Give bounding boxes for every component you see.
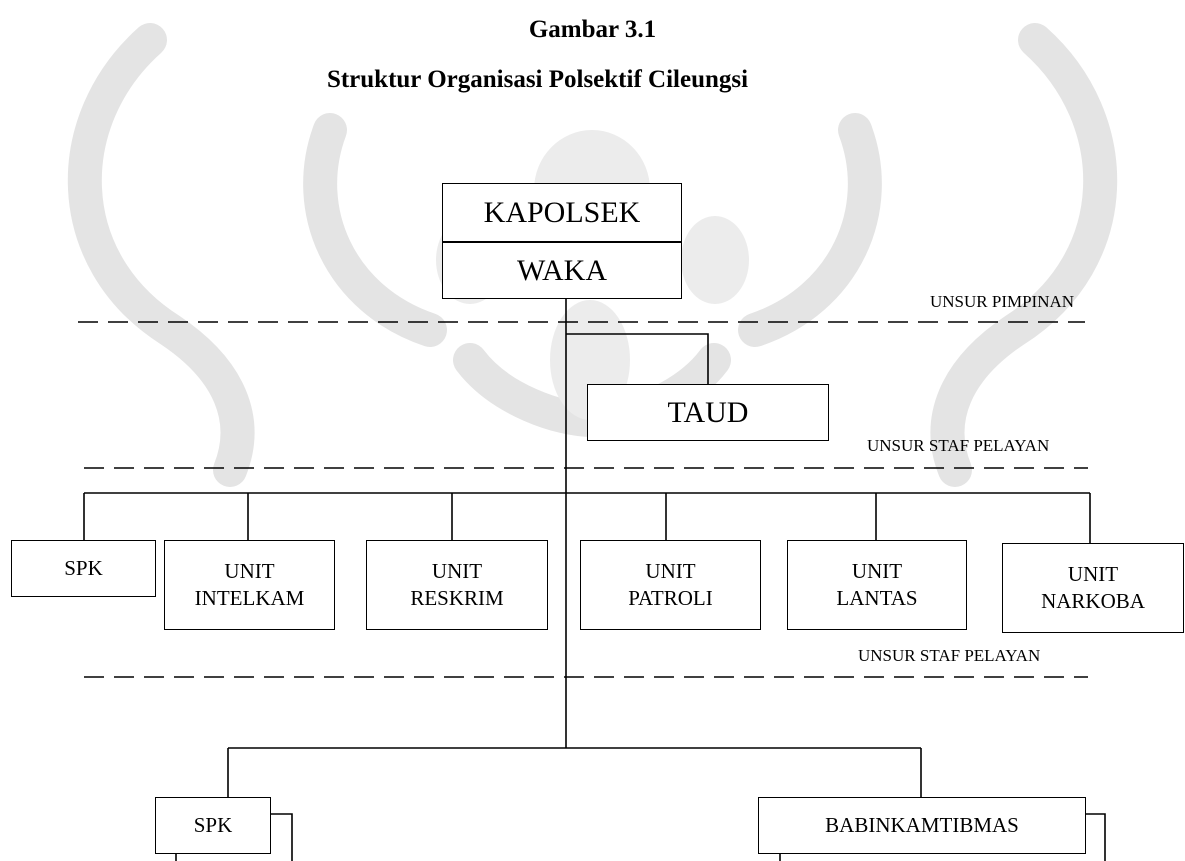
node-spk-bottom: SPK — [155, 797, 271, 854]
figure-title: Struktur Organisasi Polsektif Cileungsi — [326, 66, 749, 93]
node-unit-intelkam: UNIT INTELKAM — [164, 540, 335, 630]
node-spk-top-label: SPK — [64, 556, 103, 580]
node-unit-lantas-line2: LANTAS — [836, 586, 918, 610]
node-spk-top: SPK — [11, 540, 156, 597]
node-unit-lantas: UNIT LANTAS — [787, 540, 967, 630]
node-unit-intelkam-line2: INTELKAM — [194, 586, 305, 610]
node-unit-narkoba-line2: NARKOBA — [1041, 589, 1145, 613]
node-spk-bottom-label: SPK — [193, 813, 233, 837]
node-taud: TAUD — [587, 384, 829, 441]
node-unit-reskrim-line1: UNIT — [431, 559, 483, 583]
node-kapolsek-label: KAPOLSEK — [483, 195, 641, 229]
node-waka: WAKA — [442, 242, 682, 299]
node-unit-patroli: UNIT PATROLI — [580, 540, 761, 630]
figure-number: Gambar 3.1 — [528, 16, 657, 43]
node-unit-reskrim-line2: RESKRIM — [410, 586, 504, 610]
node-unit-narkoba-line1: UNIT — [1067, 562, 1119, 586]
node-unit-intelkam-line1: UNIT — [224, 559, 275, 583]
label-unsur-pimpinan: UNSUR PIMPINAN — [930, 292, 1075, 311]
node-unit-patroli-line1: UNIT — [645, 559, 696, 583]
taud-connector — [566, 333, 709, 385]
node-unit-reskrim: UNIT RESKRIM — [366, 540, 548, 630]
node-babinkamtibmas: BABINKAMTIBMAS — [758, 797, 1086, 854]
node-unit-patroli-line2: PATROLI — [628, 586, 713, 610]
node-unit-lantas-line1: UNIT — [851, 559, 903, 583]
node-babinkamtibmas-label: BABINKAMTIBMAS — [825, 813, 1019, 837]
node-waka-label: WAKA — [517, 253, 607, 287]
node-taud-label: TAUD — [667, 395, 749, 429]
node-kapolsek: KAPOLSEK — [442, 183, 682, 242]
label-unsur-staf-pelayan-2: UNSUR STAF PELAYAN — [858, 646, 1041, 665]
label-unsur-staf-pelayan-1: UNSUR STAF PELAYAN — [867, 436, 1050, 455]
node-unit-narkoba: UNIT NARKOBA — [1002, 543, 1184, 633]
